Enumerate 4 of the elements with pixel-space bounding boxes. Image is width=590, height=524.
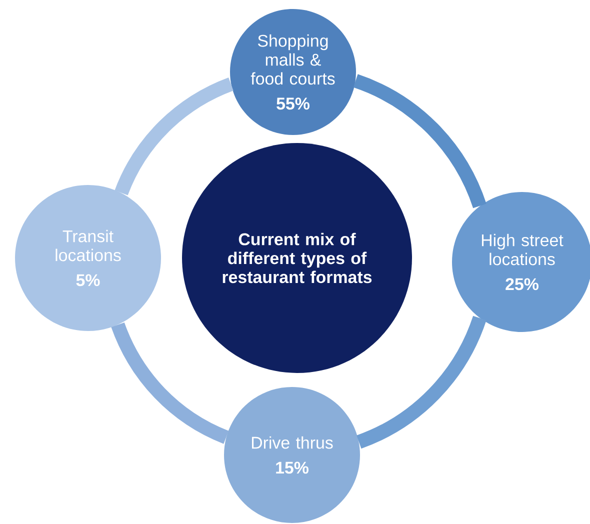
ring-arc xyxy=(356,316,486,448)
ring-arc xyxy=(114,78,234,196)
ring-arc xyxy=(111,322,229,444)
ring-arc xyxy=(353,74,486,208)
